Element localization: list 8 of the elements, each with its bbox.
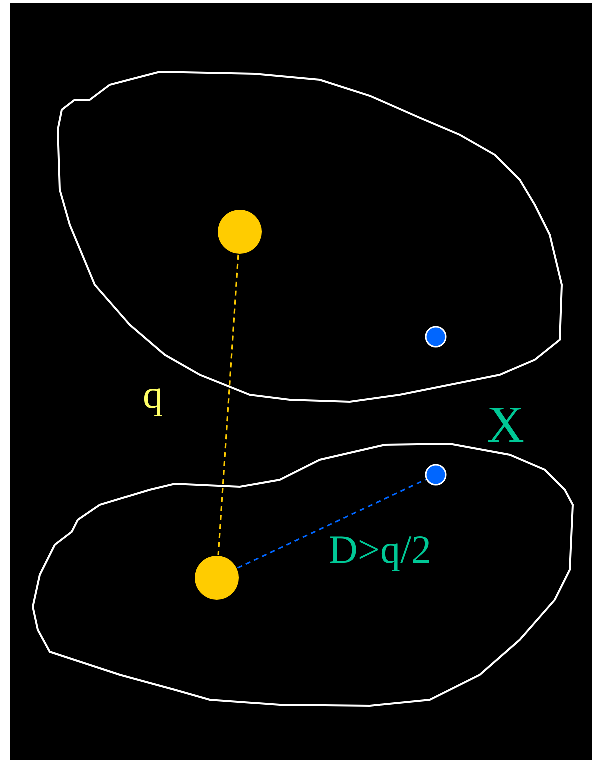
dashed-line: [218, 254, 240, 556]
point-dot: [194, 555, 240, 601]
point-dot: [425, 464, 447, 486]
point-dot: [425, 326, 447, 348]
dashed-line: [237, 478, 426, 569]
point-dot: [217, 209, 263, 255]
region-outline: [30, 442, 576, 709]
point-label: X: [487, 400, 525, 452]
